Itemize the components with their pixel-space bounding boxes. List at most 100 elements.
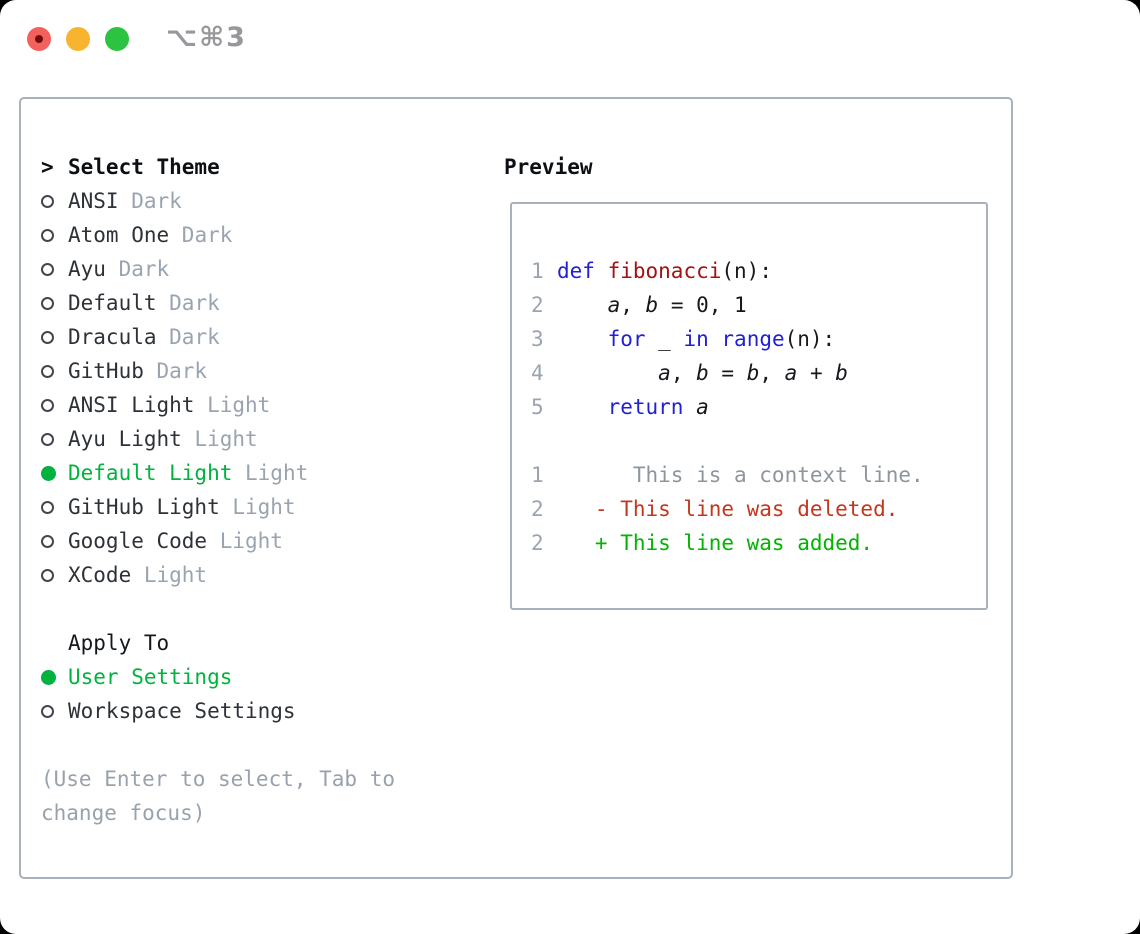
minimize-button[interactable] bbox=[66, 27, 90, 51]
code-segment-plain: = 0, 1 bbox=[658, 293, 747, 317]
theme-option-label: Default Light bbox=[68, 461, 233, 485]
select-theme-header: > Select Theme bbox=[41, 150, 504, 184]
apply-option-user-settings[interactable]: User Settings bbox=[41, 660, 504, 694]
apply-option-workspace-settings[interactable]: Workspace Settings bbox=[41, 694, 504, 728]
theme-option-label: GitHub bbox=[68, 359, 144, 383]
apply-to-header: Apply To bbox=[41, 626, 504, 660]
preview-title: Preview bbox=[504, 155, 593, 179]
theme-variant-tag: Light bbox=[232, 461, 309, 485]
theme-option-github-light[interactable]: GitHub Light Light bbox=[41, 490, 504, 524]
theme-option-label: Ayu bbox=[68, 257, 106, 281]
apply-to-label: Apply To bbox=[68, 631, 170, 655]
code-segment-plain: (n): bbox=[721, 259, 772, 283]
code-segment-plain bbox=[595, 254, 608, 288]
zoom-button[interactable] bbox=[105, 27, 129, 51]
code-segment-keyword: range bbox=[721, 327, 785, 351]
select-theme-label: Select Theme bbox=[68, 155, 220, 179]
code-segment-keyword: return bbox=[607, 395, 684, 419]
window-title: ⌥⌘3 bbox=[166, 22, 247, 53]
preview-code-line: 2 + This line was added. bbox=[531, 526, 986, 560]
theme-option-label: Atom One bbox=[68, 223, 170, 247]
radio-unselected-icon bbox=[41, 432, 54, 446]
theme-variant-tag: Dark bbox=[118, 189, 182, 213]
theme-option-label: GitHub Light bbox=[68, 495, 220, 519]
theme-option-ayu-light[interactable]: Ayu Light Light bbox=[41, 422, 504, 456]
apply-option-label: Workspace Settings bbox=[68, 699, 296, 723]
line-number: 4 bbox=[531, 361, 544, 385]
code-segment-plain: , bbox=[759, 361, 785, 385]
theme-variant-tag: Dark bbox=[105, 257, 170, 281]
radio-unselected-icon bbox=[41, 262, 54, 276]
radio-unselected-icon bbox=[41, 228, 54, 242]
code-segment-plain: + bbox=[797, 361, 836, 385]
code-segment-variable: b bbox=[696, 361, 709, 385]
close-button[interactable] bbox=[27, 27, 51, 51]
radio-unselected-icon bbox=[41, 364, 54, 378]
theme-variant-tag: Light bbox=[219, 495, 296, 519]
code-segment-variable: b bbox=[835, 361, 848, 385]
code-segment-plain: , bbox=[620, 293, 646, 317]
code-segment-keyword: for bbox=[607, 327, 646, 351]
theme-option-label: Ayu Light bbox=[68, 427, 182, 451]
theme-option-github[interactable]: GitHub Dark bbox=[41, 354, 504, 388]
line-number: 2 bbox=[531, 293, 544, 317]
radio-unselected-icon bbox=[41, 704, 54, 718]
theme-option-dracula[interactable]: Dracula Dark bbox=[41, 320, 504, 354]
radio-unselected-icon bbox=[41, 534, 54, 548]
theme-option-label: Google Code bbox=[68, 529, 208, 553]
code-segment-variable: a bbox=[607, 293, 621, 317]
code-segment-variable: b bbox=[645, 293, 659, 317]
preview-code-line: 5 return a bbox=[531, 390, 986, 424]
theme-option-ansi-light[interactable]: ANSI Light Light bbox=[41, 388, 504, 422]
theme-option-ansi[interactable]: ANSI Dark bbox=[41, 184, 504, 218]
spacer bbox=[41, 728, 504, 762]
theme-variant-tag: Light bbox=[207, 529, 283, 553]
theme-variant-tag: Light bbox=[194, 393, 271, 417]
theme-option-xcode[interactable]: XCode Light bbox=[41, 558, 504, 592]
code-segment-plain bbox=[557, 390, 608, 424]
cursor-prompt-icon: > bbox=[41, 155, 54, 179]
code-segment-variable: b bbox=[746, 361, 760, 385]
preview-code-line: 2 a, b = 0, 1 bbox=[531, 288, 986, 322]
code-segment-plain: , bbox=[670, 361, 697, 385]
theme-variant-tag: Dark bbox=[156, 325, 220, 349]
theme-option-label: Default bbox=[68, 291, 157, 315]
radio-unselected-icon bbox=[41, 500, 54, 514]
code-segment-variable: a bbox=[784, 361, 798, 385]
preview-code-line: 2 - This line was deleted. bbox=[531, 492, 986, 526]
code-segment-keyword: def bbox=[557, 259, 595, 283]
theme-option-google-code[interactable]: Google Code Light bbox=[41, 524, 504, 558]
line-number: 3 bbox=[531, 327, 544, 351]
code-segment-added: + This line was added. bbox=[557, 531, 874, 555]
theme-option-default[interactable]: Default Dark bbox=[41, 286, 504, 320]
radio-selected-icon bbox=[41, 465, 56, 481]
theme-option-label: ANSI bbox=[68, 189, 119, 213]
theme-variant-tag: Dark bbox=[143, 359, 208, 383]
theme-option-atom-one[interactable]: Atom One Dark bbox=[41, 218, 504, 252]
titlebar bbox=[27, 26, 144, 52]
radio-unselected-icon bbox=[41, 398, 54, 412]
radio-unselected-icon bbox=[41, 194, 54, 208]
theme-option-label: XCode bbox=[68, 563, 132, 587]
theme-option-ayu[interactable]: Ayu Dark bbox=[41, 252, 504, 286]
theme-variant-tag: Light bbox=[181, 427, 258, 451]
code-segment-plain bbox=[557, 288, 608, 322]
code-segment-plain bbox=[557, 322, 608, 356]
theme-option-label: Dracula bbox=[68, 325, 157, 349]
preview-blank-line bbox=[531, 424, 986, 458]
spacer bbox=[41, 592, 504, 626]
code-segment-plain bbox=[709, 322, 722, 356]
code-segment-plain bbox=[557, 356, 658, 390]
line-number: 1 bbox=[531, 463, 544, 487]
theme-option-default-light[interactable]: Default Light Light bbox=[41, 456, 504, 490]
code-segment-plain: _ bbox=[645, 327, 684, 351]
keyboard-hint-text: (Use Enter to select, Tab to change focu… bbox=[41, 767, 396, 825]
preview-code-line: 4 a, b = b, a + b bbox=[531, 356, 986, 390]
code-segment-keyword: in bbox=[683, 327, 709, 351]
